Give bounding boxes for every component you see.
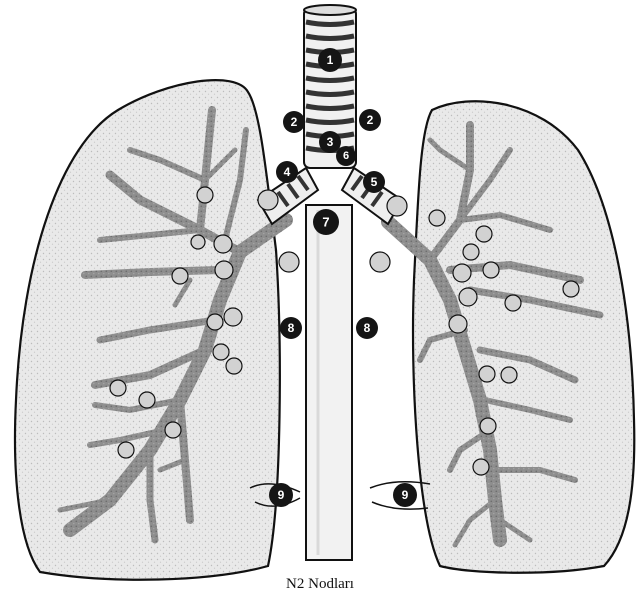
tracheal-ring [306, 36, 354, 39]
tracheal-ring [306, 22, 354, 25]
lobar-node [224, 308, 242, 326]
lobar-node [197, 187, 213, 203]
node-station-3: 3 [319, 131, 341, 153]
svg-text:4: 4 [284, 165, 291, 179]
lobar-node [501, 367, 517, 383]
lobar-node [563, 281, 579, 297]
lobar-node [214, 235, 232, 253]
node-station-8-left: 8 [356, 317, 378, 339]
node-station-5: 5 [363, 171, 385, 193]
node-station-2-left: 2 [359, 109, 381, 131]
hilar-node [279, 252, 299, 272]
node-station-8-right: 8 [280, 317, 302, 339]
lobar-node [191, 235, 205, 249]
lobar-node [172, 268, 188, 284]
svg-text:9: 9 [402, 488, 409, 502]
tracheal-ring [306, 92, 354, 95]
svg-text:8: 8 [288, 321, 295, 335]
lobar-node [476, 226, 492, 242]
lobar-node [207, 314, 223, 330]
node-station-7: 7 [313, 209, 339, 235]
lobar-node [459, 288, 477, 306]
lobar-node [483, 262, 499, 278]
node-station-2-right: 2 [283, 111, 305, 133]
hilar-node [258, 190, 278, 210]
tracheal-ring [306, 106, 354, 109]
svg-text:2: 2 [367, 113, 374, 127]
lobar-node [479, 366, 495, 382]
svg-text:6: 6 [343, 150, 349, 162]
hilar-node [370, 252, 390, 272]
lobar-node [453, 264, 471, 282]
lobar-node [165, 422, 181, 438]
lobar-node [226, 358, 242, 374]
lobar-node [473, 459, 489, 475]
lobar-node [505, 295, 521, 311]
figure-caption: N2 Nodları [0, 576, 640, 593]
svg-text:5: 5 [371, 175, 378, 189]
esophagus [306, 205, 352, 560]
lobar-node [463, 244, 479, 260]
svg-text:8: 8 [364, 321, 371, 335]
svg-text:7: 7 [322, 215, 329, 230]
svg-text:9: 9 [278, 488, 285, 502]
lobar-node [429, 210, 445, 226]
node-station-6: 6 [336, 146, 356, 166]
lobar-node [118, 442, 134, 458]
node-station-1: 1 [318, 48, 342, 72]
tracheal-ring [306, 78, 354, 81]
svg-text:3: 3 [327, 135, 334, 149]
lobar-node [480, 418, 496, 434]
node-station-4: 4 [276, 161, 298, 183]
svg-text:2: 2 [291, 115, 298, 129]
lobar-node [215, 261, 233, 279]
lobar-node [213, 344, 229, 360]
svg-text:1: 1 [327, 53, 334, 67]
lobar-node [110, 380, 126, 396]
lobar-node [139, 392, 155, 408]
tracheal-ring [306, 120, 354, 123]
hilar-node [387, 196, 407, 216]
lobar-node [449, 315, 467, 333]
